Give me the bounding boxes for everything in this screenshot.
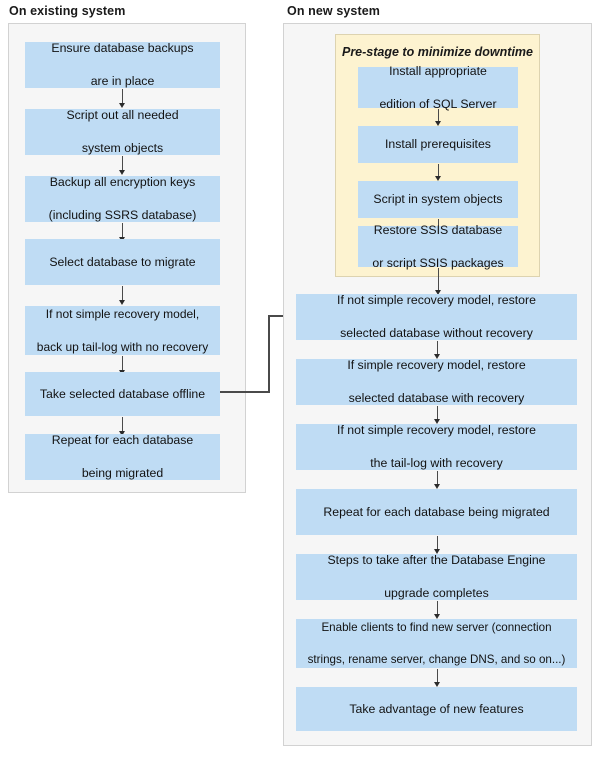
step-line: or script SSIS packages bbox=[372, 255, 504, 270]
step-line: Install prerequisites bbox=[385, 137, 491, 152]
step-line: upgrade completes bbox=[384, 586, 489, 601]
step-ensure-backups[interactable]: Ensure database backups are in place bbox=[25, 41, 220, 89]
arrow-down bbox=[433, 601, 442, 620]
step-restore-tail-log[interactable]: If not simple recovery model, restore the… bbox=[296, 423, 577, 471]
step-enable-clients[interactable]: Enable clients to find new server (conne… bbox=[296, 619, 577, 668]
step-line: Take selected database offline bbox=[39, 386, 206, 401]
group-prestage-title: Pre-stage to minimize downtime bbox=[341, 45, 533, 59]
step-line: If not simple recovery model, restore bbox=[337, 423, 536, 438]
column-title-new-system: On new system bbox=[287, 4, 380, 18]
step-line: Repeat for each database being migrated bbox=[323, 504, 550, 519]
step-restore-ssis[interactable]: Restore SSIS database or script SSIS pack… bbox=[358, 223, 518, 270]
step-line: If not simple recovery model, bbox=[45, 306, 200, 321]
arrow-down bbox=[118, 156, 127, 176]
step-line: (including SSRS database) bbox=[48, 208, 197, 223]
step-install-prerequisites[interactable]: Install prerequisites bbox=[358, 126, 518, 163]
step-select-database[interactable]: Select database to migrate bbox=[25, 239, 220, 285]
step-line: Repeat for each database bbox=[51, 433, 194, 448]
cross-lane-connector-horizontal-upper bbox=[268, 315, 291, 317]
arrow-down bbox=[433, 471, 442, 490]
step-line: Enable clients to find new server (conne… bbox=[321, 620, 552, 634]
step-restore-without-recovery[interactable]: If not simple recovery model, restore sel… bbox=[296, 293, 577, 341]
step-line: strings, rename server, change DNS, and … bbox=[307, 652, 566, 666]
step-line: Script in system objects bbox=[373, 192, 503, 207]
arrow-down bbox=[434, 164, 443, 182]
arrow-down bbox=[118, 286, 127, 306]
step-restore-with-recovery[interactable]: If simple recovery model, restore selecte… bbox=[296, 358, 577, 406]
step-line: Steps to take after the Database Engine bbox=[327, 553, 546, 568]
step-take-advantage-new-features[interactable]: Take advantage of new features bbox=[296, 687, 577, 731]
arrow-down bbox=[433, 406, 442, 425]
step-repeat-each-database[interactable]: Repeat for each database being migrated bbox=[25, 433, 220, 481]
arrow-down bbox=[118, 417, 127, 437]
step-line: Script out all needed bbox=[66, 108, 179, 123]
cross-lane-connector-horizontal-lower bbox=[220, 391, 270, 393]
arrow-down bbox=[433, 669, 442, 688]
step-line: If not simple recovery model, restore bbox=[337, 293, 536, 308]
step-line: back up tail-log with no recovery bbox=[36, 339, 209, 354]
step-install-edition[interactable]: Install appropriate edition of SQL Server bbox=[358, 64, 518, 111]
step-line: Ensure database backups bbox=[51, 41, 194, 56]
step-line: system objects bbox=[81, 141, 164, 156]
step-line: selected database with recovery bbox=[348, 391, 525, 406]
arrow-down bbox=[433, 341, 442, 360]
step-line: edition of SQL Server bbox=[379, 96, 497, 111]
step-line: Backup all encryption keys bbox=[49, 175, 196, 190]
step-line: Restore SSIS database bbox=[373, 222, 503, 237]
step-repeat-each-database-new[interactable]: Repeat for each database being migrated bbox=[296, 489, 577, 535]
step-line: are in place bbox=[90, 74, 155, 89]
step-script-in-system-objects[interactable]: Script in system objects bbox=[358, 181, 518, 218]
step-post-upgrade[interactable]: Steps to take after the Database Engine u… bbox=[296, 553, 577, 601]
step-take-database-offline[interactable]: Take selected database offline bbox=[25, 372, 220, 416]
step-line: Select database to migrate bbox=[49, 254, 196, 269]
step-backup-tail-log[interactable]: If not simple recovery model, back up tai… bbox=[25, 306, 220, 355]
arrow-down bbox=[434, 109, 443, 127]
arrow-down bbox=[433, 536, 442, 555]
step-line: Take advantage of new features bbox=[349, 701, 524, 716]
column-title-existing-system: On existing system bbox=[9, 4, 126, 18]
arrow-down bbox=[118, 89, 127, 109]
arrow-down bbox=[434, 268, 443, 296]
step-line: the tail-log with recovery bbox=[370, 456, 503, 471]
step-line: Install appropriate bbox=[389, 63, 487, 78]
step-line: selected database without recovery bbox=[340, 326, 533, 341]
step-backup-encryption-keys[interactable]: Backup all encryption keys (including SSR… bbox=[25, 175, 220, 223]
cross-lane-connector-vertical bbox=[268, 315, 270, 393]
step-script-system-objects[interactable]: Script out all needed system objects bbox=[25, 108, 220, 156]
step-line: being migrated bbox=[81, 466, 164, 481]
step-line: If simple recovery model, restore bbox=[347, 358, 526, 373]
